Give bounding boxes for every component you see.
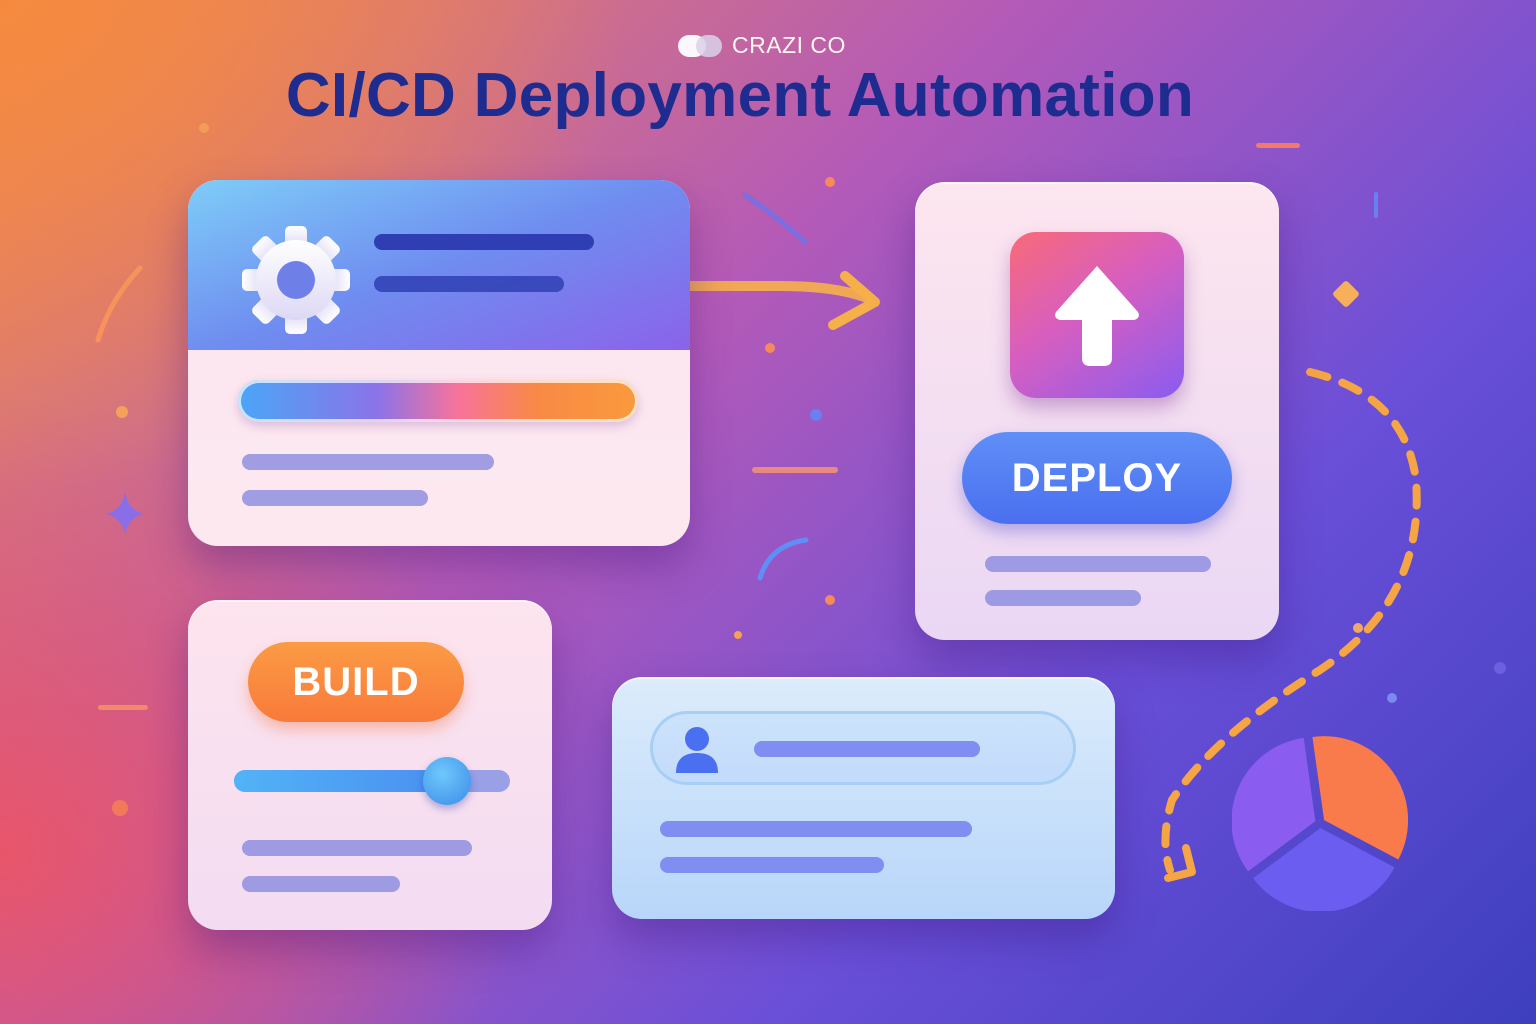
- user-icon: [676, 727, 718, 773]
- deploy-card: DEPLOY: [915, 182, 1279, 640]
- decor-dot: [734, 631, 742, 639]
- build-card: BUILD: [188, 600, 552, 930]
- dashed-connector-head: [1164, 844, 1196, 882]
- build-slider[interactable]: [234, 757, 510, 805]
- profile-name-line: [754, 741, 980, 757]
- decor-dot: [765, 343, 775, 353]
- build-text-line: [242, 840, 472, 856]
- brand-logo-icon: [676, 29, 724, 61]
- build-slider-thumb[interactable]: [422, 757, 471, 805]
- profile-text-line: [660, 821, 972, 837]
- brand: CRAZI CO: [676, 28, 846, 62]
- decor-dot: [810, 409, 822, 421]
- pie-slice: [1232, 737, 1316, 872]
- decor-dot: [1353, 623, 1363, 633]
- build-button[interactable]: BUILD: [248, 642, 464, 722]
- decor-dot: [825, 177, 835, 187]
- decor-dot: [112, 800, 128, 816]
- profile-text-line: [660, 857, 884, 873]
- flow-arrow-head: [828, 271, 880, 330]
- pie-chart-icon: [1232, 736, 1408, 911]
- settings-card[interactable]: [188, 180, 690, 546]
- pipeline-progress-bar: [238, 380, 638, 422]
- dashed-connector: [1161, 368, 1421, 874]
- profile-field[interactable]: [650, 711, 1076, 785]
- settings-title-line: [374, 234, 594, 250]
- decor-dot: [199, 123, 209, 133]
- decor-dot: [1494, 662, 1506, 674]
- decor-arc: [757, 537, 809, 581]
- deploy-button[interactable]: DEPLOY: [962, 432, 1232, 524]
- decor-dash: [752, 467, 838, 473]
- decor-dash: [1256, 143, 1300, 148]
- deploy-text-line: [985, 556, 1211, 572]
- build-slider-fill: [234, 770, 447, 792]
- deploy-text-line: [985, 590, 1141, 606]
- decor-dot: [116, 406, 128, 418]
- settings-card-header: [188, 180, 690, 350]
- settings-text-line: [242, 454, 494, 470]
- decor-arc: [742, 192, 808, 245]
- build-text-line: [242, 876, 400, 892]
- sparkle-icon: [106, 492, 144, 534]
- page-title: CI/CD Deployment Automation: [285, 61, 1195, 130]
- profile-card: [612, 677, 1115, 919]
- decor-arc: [95, 265, 143, 343]
- decor-dash: [98, 705, 148, 710]
- diamond-icon: [1333, 281, 1359, 307]
- decor-dot: [1387, 693, 1397, 703]
- brand-name: CRAZI CO: [732, 31, 846, 58]
- settings-text-line: [242, 490, 428, 506]
- pie-slice: [1312, 736, 1408, 860]
- gear-icon: [242, 226, 350, 334]
- decor-dot: [825, 595, 835, 605]
- upload-arrow-icon: [1055, 266, 1139, 366]
- decor-dash: [1374, 192, 1378, 218]
- upload-tile: [1010, 232, 1184, 398]
- pie-slice: [1253, 827, 1395, 911]
- settings-subtitle-line: [374, 276, 564, 292]
